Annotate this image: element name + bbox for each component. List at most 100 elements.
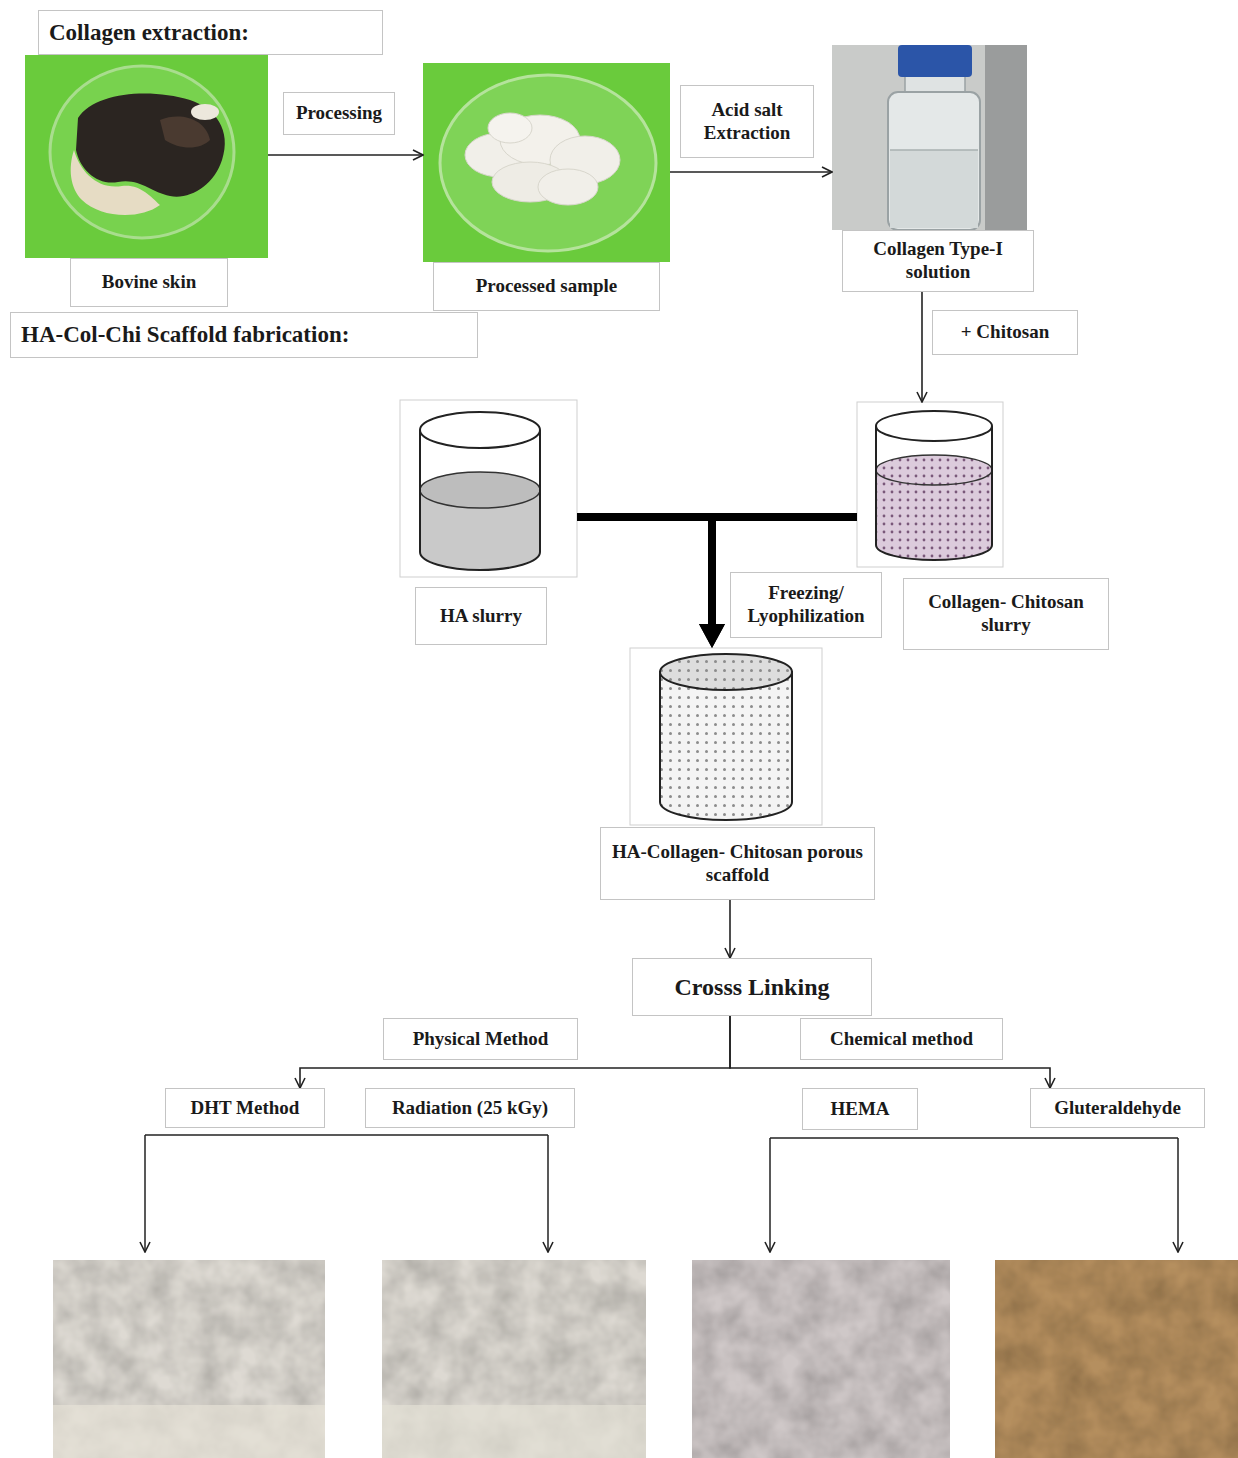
label-text: Radiation (25 kGy)	[392, 1097, 548, 1120]
flow-arrow	[729, 900, 731, 958]
skin-piece	[160, 117, 210, 148]
ha-slurry-beaker	[400, 400, 577, 577]
photo-group: Processed sample	[423, 63, 670, 311]
photo-tone	[53, 1405, 325, 1458]
caption-box: Collagen- Chitosan slurry	[903, 578, 1109, 650]
flow-arrow	[730, 1016, 1050, 1088]
section-heading: Collagen extraction:	[38, 10, 383, 55]
branch-arrow	[769, 1138, 771, 1252]
caption-box: Collagen Type-I solution	[842, 230, 1034, 292]
petri-dish	[50, 66, 234, 238]
flow-arrow	[670, 171, 832, 173]
flow-arrow	[921, 292, 923, 402]
slurry-surface	[420, 472, 540, 508]
label-text: Collagen Type-I solution	[853, 238, 1023, 284]
caption-box: Bovine skin	[70, 258, 228, 307]
beaker-rim	[876, 411, 992, 441]
skin-piece	[191, 104, 219, 120]
liquid-surface	[890, 149, 978, 151]
label-text: Collagen extraction:	[49, 19, 249, 47]
collagen-liquid	[890, 150, 978, 228]
figure-frame	[630, 648, 822, 825]
beaker-outline	[876, 426, 992, 560]
branch-arrow	[547, 1135, 549, 1252]
photo-tone	[382, 1405, 646, 1458]
flow-arrow	[300, 1016, 730, 1088]
method-box: HEMA	[802, 1088, 918, 1130]
scaffold-group: HA-Collagen- Chitosan porous scaffold	[600, 648, 873, 900]
branch-arrow	[144, 1135, 146, 1252]
hema-scaffold-photo	[692, 1260, 950, 1458]
glutaraldehyde-scaffold-photo	[995, 1260, 1238, 1458]
merge-arrow	[577, 517, 712, 628]
figure-frame	[400, 400, 577, 577]
section-heading: HA-Col-Chi Scaffold fabrication:	[10, 312, 478, 358]
branch-lines	[145, 1135, 1178, 1252]
processed-sample-photo	[423, 63, 670, 262]
slurry-surface	[876, 455, 992, 485]
label-text: Collagen- Chitosan slurry	[914, 591, 1098, 637]
branch-line	[145, 1134, 548, 1136]
bottle-body	[888, 92, 980, 230]
figure-frame	[857, 402, 1003, 567]
photo-ground	[423, 63, 670, 262]
method-box: Gluteraldehyde	[1030, 1088, 1205, 1128]
method-box: DHT Method	[165, 1088, 325, 1128]
beaker-group: Collagen- Chitosan slurry	[857, 402, 1107, 650]
beaker-outline	[420, 430, 540, 570]
label-text: Freezing/ Lyophilization	[741, 582, 871, 628]
label-text: + Chitosan	[961, 321, 1049, 344]
scaffold-photos	[53, 1260, 1238, 1458]
label-text: HA-Collagen- Chitosan porous scaffold	[611, 841, 864, 887]
label-text: Gluteraldehyde	[1054, 1097, 1181, 1120]
branch-arrow	[1177, 1138, 1179, 1252]
bottle-cap	[898, 45, 972, 77]
label-text: Physical Method	[413, 1028, 549, 1051]
process-box: Crosss Linking	[632, 958, 872, 1016]
method-box: Radiation (25 kGy)	[365, 1088, 575, 1128]
caption-box: HA-Collagen- Chitosan porous scaffold	[600, 827, 875, 900]
label-text: Chemical method	[830, 1028, 973, 1051]
photo-ground	[985, 45, 1027, 230]
collagen-bottle-photo	[832, 45, 1027, 230]
scaffold-body	[660, 672, 792, 820]
dht-scaffold-photo	[53, 1260, 325, 1458]
beaker-rim	[420, 412, 540, 448]
label-text: Processed sample	[476, 275, 618, 298]
label-text: Bovine skin	[102, 271, 197, 294]
step-label: Freezing/ Lyophilization	[730, 572, 882, 638]
sample-piece	[488, 113, 532, 143]
method-box: Chemical method	[800, 1018, 1003, 1060]
label-text: Processing	[296, 102, 382, 125]
step-label: Processing	[283, 92, 395, 135]
label-text: HA-Col-Chi Scaffold fabrication:	[21, 321, 349, 349]
photo-ground	[832, 45, 1027, 230]
sample-piece	[538, 169, 598, 205]
collagen-chitosan-beaker	[857, 402, 1003, 567]
radiation-scaffold-photo	[382, 1260, 646, 1458]
photo-ground	[25, 55, 268, 258]
label-text: HA slurry	[440, 605, 522, 628]
beaker-group: HA slurry	[400, 400, 577, 645]
label-text: DHT Method	[191, 1097, 300, 1120]
porous-scaffold-figure	[630, 648, 822, 825]
photo-group: Bovine skin	[25, 55, 268, 307]
step-label: Acid salt Extraction	[680, 85, 814, 158]
flow-arrow	[268, 154, 423, 156]
step-label: + Chitosan	[932, 310, 1078, 355]
method-box: Physical Method	[383, 1018, 578, 1060]
label-text: Acid salt Extraction	[691, 99, 803, 145]
skin-piece	[76, 94, 225, 197]
caption-box: HA slurry	[415, 587, 547, 645]
photo-group: Collagen Type-I solution	[832, 45, 1032, 292]
branch-line	[770, 1137, 1178, 1139]
label-text: Crosss Linking	[675, 973, 830, 1002]
label-text: HEMA	[830, 1098, 889, 1121]
scaffold-top	[660, 654, 792, 690]
petri-dish	[440, 75, 656, 251]
caption-box: Processed sample	[433, 262, 660, 311]
bovine-skin-photo	[25, 55, 268, 258]
